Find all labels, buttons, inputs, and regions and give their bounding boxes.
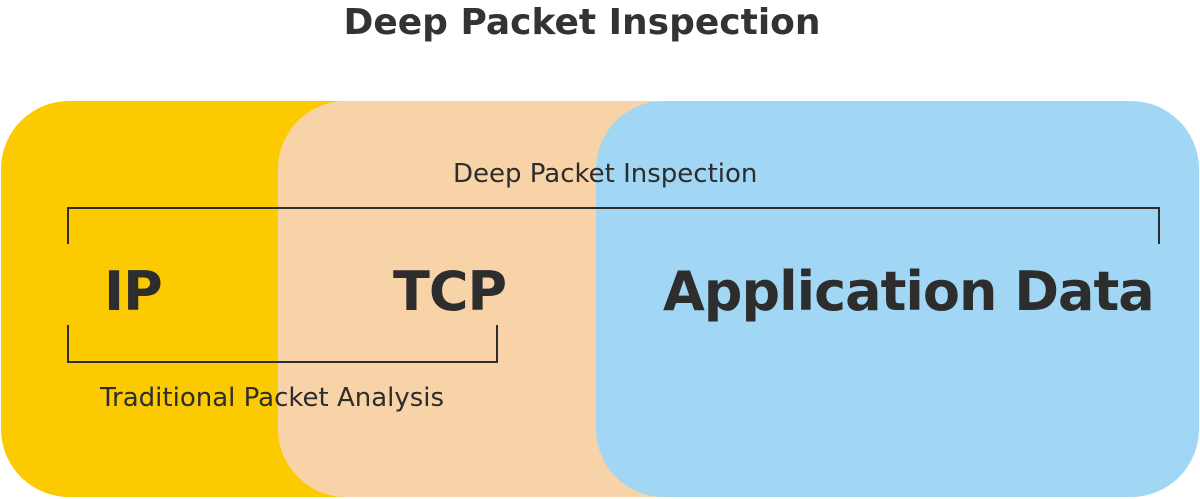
ip-label: IP	[104, 260, 163, 323]
deep-packet-inspection-bracket	[67, 207, 1160, 244]
page-title: Deep Packet Inspection	[343, 2, 821, 43]
application-layer-block	[596, 101, 1199, 497]
application-data-label: Application Data	[663, 260, 1155, 323]
traditional-packet-analysis-bracket	[67, 325, 498, 363]
deep-packet-inspection-label: Deep Packet Inspection	[453, 159, 758, 189]
traditional-packet-analysis-label: Traditional Packet Analysis	[100, 383, 445, 413]
tcp-label: TCP	[393, 260, 507, 323]
